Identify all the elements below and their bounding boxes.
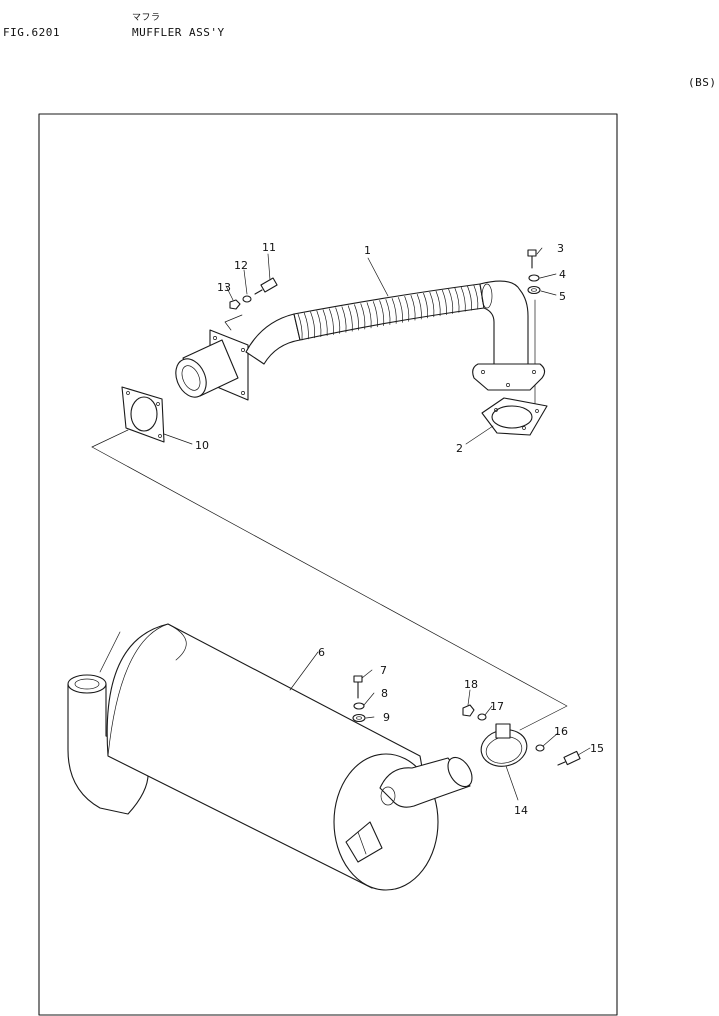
part-5-washer	[527, 285, 541, 295]
part-8-washer	[353, 702, 365, 710]
callout-14: 14	[514, 804, 528, 817]
callout-17: 17	[490, 700, 504, 713]
callout-1: 1	[364, 244, 371, 257]
callout-2: 2	[456, 442, 463, 455]
callout-16: 16	[554, 725, 568, 738]
part-9-washer	[352, 713, 366, 723]
callout-labels: 1 2 3 4 5 6 7 8 9 10 11 12 13 14 15 16 1…	[195, 241, 604, 817]
bellows-rib	[297, 313, 303, 341]
drawing-frame	[38, 113, 618, 1016]
figure-title: MUFFLER ASS'Y	[132, 26, 225, 39]
callout-6: 6	[318, 646, 325, 659]
bellows-rib	[454, 287, 460, 313]
bellows-rib	[416, 293, 422, 320]
bellows-rib	[385, 299, 391, 325]
bellows-rib	[379, 300, 385, 327]
part-16-washer	[535, 744, 545, 752]
bellows-rib	[429, 291, 435, 318]
bellows-rib	[322, 309, 328, 336]
bellows-rib	[354, 304, 359, 331]
bellows-rib	[341, 306, 347, 333]
callout-10: 10	[195, 439, 209, 452]
bellows-rib	[335, 307, 341, 334]
bellows-rib	[441, 289, 447, 315]
callout-7: 7	[380, 664, 387, 677]
bellows-rib	[360, 303, 366, 330]
part-4-washer	[528, 274, 540, 282]
part-10-gasket	[121, 386, 165, 443]
bellows-rib	[410, 295, 416, 321]
part-13-nut	[229, 299, 241, 310]
bellows-rib	[460, 286, 466, 312]
bellows-rib	[310, 311, 316, 339]
bellows-rib	[316, 310, 322, 338]
callout-18: 18	[464, 678, 478, 691]
callout-3: 3	[557, 242, 564, 255]
bellows-rib	[467, 285, 472, 311]
bellows-rib	[372, 301, 378, 328]
part-6-muffler	[67, 623, 473, 891]
bellows-rib	[473, 284, 479, 310]
part-7-bolt	[353, 675, 363, 699]
part-14-clamp	[480, 723, 528, 767]
callout-13: 13	[217, 281, 231, 294]
part-1-exhaust-pipe	[175, 280, 546, 401]
part-11-bolt	[254, 277, 278, 295]
figure-number: FIG.6201	[3, 26, 60, 39]
variant-code: (BS)	[688, 76, 717, 89]
part-15-bolt	[557, 750, 581, 766]
callout-8: 8	[381, 687, 388, 700]
bellows-rib	[391, 298, 397, 324]
callout-12: 12	[234, 259, 248, 272]
bellows-rib	[329, 308, 334, 335]
bellows-rib	[303, 312, 309, 340]
callout-15: 15	[590, 742, 604, 755]
part-18-nut	[462, 704, 475, 717]
callout-5: 5	[559, 290, 566, 303]
part-2-gasket	[481, 397, 548, 436]
callout-9: 9	[383, 711, 390, 724]
bellows-rib	[448, 288, 454, 314]
part-17-washer	[477, 713, 487, 721]
callout-11: 11	[262, 241, 276, 254]
bellows-rib	[435, 290, 441, 317]
part-3-bolt	[527, 249, 537, 269]
bellows-rib	[347, 305, 353, 332]
leader-lines	[163, 247, 591, 801]
callout-4: 4	[559, 268, 566, 281]
bellows-rib	[404, 296, 410, 322]
bellows-rib	[366, 302, 372, 329]
bellows-rib	[423, 292, 429, 319]
title-kana: マフラ	[132, 13, 161, 23]
bellows-rib	[398, 297, 403, 323]
part-12-washer	[242, 295, 252, 303]
